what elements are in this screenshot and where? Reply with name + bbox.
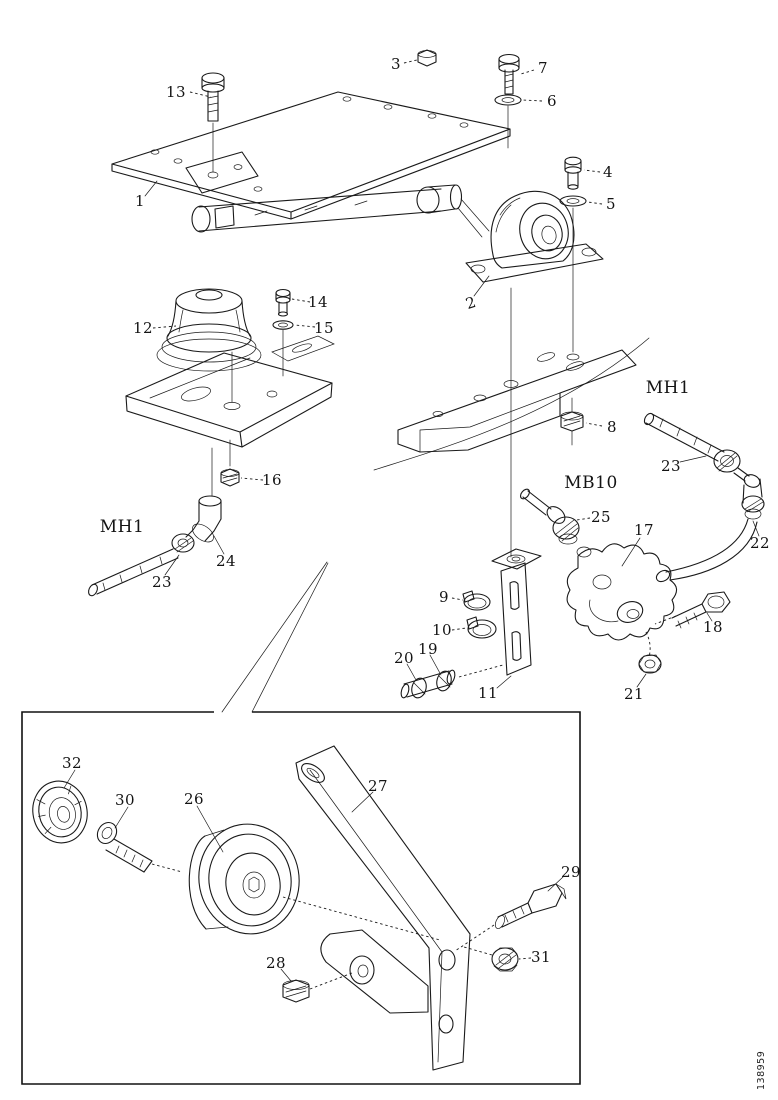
callout-part-20: 20 [393, 649, 415, 667]
hose-fitting-23-right [713, 449, 750, 482]
callout-part-18: 18 [702, 618, 724, 636]
callout-part-17: 17 [633, 521, 655, 539]
callout-part-22: 22 [749, 534, 771, 552]
callout-part-7: 7 [537, 59, 549, 77]
bolt-30 [96, 821, 183, 873]
bolt-29 [454, 883, 567, 952]
nut-31 [463, 946, 532, 972]
bolt-13 [201, 72, 225, 173]
clamp-10 [466, 616, 497, 639]
callout-part-9: 9 [438, 588, 450, 606]
washer-5 [559, 195, 587, 361]
washer-15 [272, 320, 294, 377]
engine-mount-2 [465, 190, 604, 558]
callout-part-23-left: 23 [151, 573, 173, 591]
callout-part-24: 24 [215, 552, 237, 570]
engine-mount-12 [156, 288, 262, 410]
bolt-18 [671, 591, 731, 629]
front-bracket [125, 335, 335, 497]
callout-part-32: 32 [61, 754, 83, 772]
mounting-plate-1 [111, 91, 511, 220]
slotted-bracket-11 [458, 548, 542, 678]
serrated-bracket-17 [566, 543, 678, 659]
callout-part-1: 1 [134, 192, 146, 210]
idler-pulley-26 [188, 823, 441, 941]
callout-part-19: 19 [417, 640, 439, 658]
nut-8 [560, 397, 584, 446]
callout-part-5: 5 [605, 195, 617, 213]
bolt-14 [275, 288, 291, 317]
bolt-4 [564, 156, 582, 190]
callout-part-14: 14 [307, 293, 329, 311]
callout-part-21: 21 [623, 685, 645, 703]
elbow-fitting-22 [655, 474, 765, 583]
oil-hose-right [643, 412, 725, 462]
nut-21 [638, 654, 662, 674]
callout-part-23-right: 23 [660, 457, 682, 475]
callout-part-25: 25 [590, 508, 612, 526]
rear-bracket [397, 349, 637, 453]
support-arm [191, 184, 650, 471]
callout-part-15: 15 [313, 319, 335, 337]
callout-hose-mh1-left: MH1 [99, 517, 145, 537]
callout-part-30: 30 [114, 791, 136, 809]
bolt-7 [498, 53, 520, 95]
inset-box [21, 561, 581, 1085]
callout-part-13: 13 [165, 83, 187, 101]
callout-part-12: 12 [132, 319, 154, 337]
callout-part-3: 3 [390, 55, 402, 73]
callout-part-27: 27 [367, 777, 389, 795]
callout-hose-mb10: MB10 [564, 473, 618, 493]
callout-hose-mh1-right: MH1 [645, 378, 691, 398]
callout-part-11: 11 [477, 684, 499, 702]
oil-hose-left [88, 548, 179, 597]
callout-part-26: 26 [183, 790, 205, 808]
callout-part-4: 4 [602, 163, 614, 181]
inset-pointer-lines [221, 561, 329, 713]
clamp-9 [462, 590, 491, 611]
nut-3 [417, 49, 437, 67]
hose-fitting-23-left [171, 533, 195, 553]
callout-part-29: 29 [560, 863, 582, 881]
callout-part-31: 31 [530, 948, 552, 966]
cap-32 [32, 780, 88, 844]
callout-part-10: 10 [431, 621, 453, 639]
callout-part-8: 8 [606, 418, 618, 436]
callout-part-28: 28 [265, 954, 287, 972]
nut-16 [220, 468, 240, 487]
bracket-27 [295, 745, 471, 1071]
washer-6 [494, 94, 522, 149]
callout-part-16: 16 [261, 471, 283, 489]
hose-clamps-19-20 [400, 669, 456, 699]
inset-leader-lines [63, 769, 564, 892]
fitting-25 [520, 488, 580, 545]
nut-28 [280, 968, 353, 1003]
callout-part-6: 6 [546, 92, 558, 110]
figure-id-number: 138959 [756, 1050, 767, 1090]
leader-lines [144, 59, 760, 689]
